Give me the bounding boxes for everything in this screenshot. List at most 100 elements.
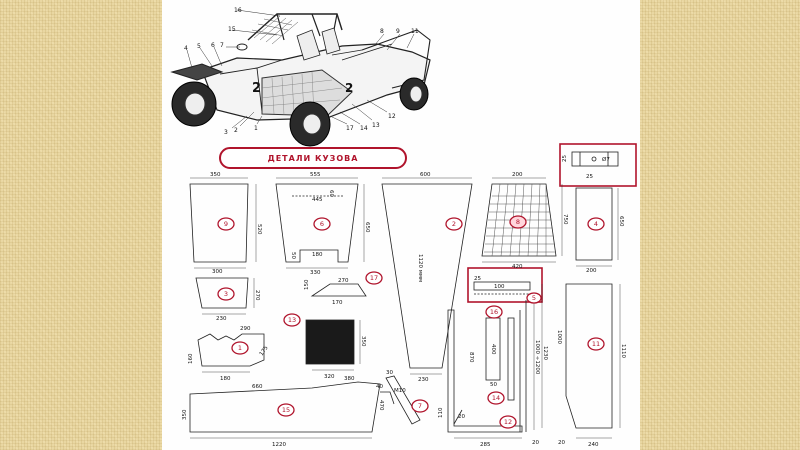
- dim-15-top: 660: [252, 384, 263, 390]
- callout-4: 4: [184, 45, 188, 52]
- dim-12-w: 20: [458, 414, 465, 420]
- dim-inset-c: 25: [586, 174, 593, 180]
- label-part-11: 11: [592, 340, 600, 348]
- label-part-14: 14: [492, 394, 500, 402]
- dim-12-small: 20: [532, 440, 539, 446]
- callout-3: 3: [224, 129, 228, 136]
- dim-12-bottom: 285: [480, 442, 491, 448]
- dim-7-b: 40: [376, 384, 383, 390]
- part-15-outline: [189, 381, 381, 433]
- dim-5-small: 25: [474, 276, 481, 282]
- dim-9-side: 520: [256, 224, 262, 235]
- dim-1-side: 175: [259, 345, 270, 357]
- label-part-6: 6: [320, 220, 324, 228]
- callout-17: 17: [346, 125, 354, 132]
- callout-7: 7: [220, 42, 224, 49]
- drawing-sheet: 2 2 16 15 4 5 6 7 8 9 11 3 2 1 12 13 14 …: [162, 0, 640, 450]
- dim-13-bottom: 320: [324, 374, 335, 380]
- dim-15-right: 470: [378, 400, 384, 411]
- part-4-outline: [575, 187, 613, 261]
- label-part-8: 8: [516, 218, 520, 226]
- detail-inset: [559, 143, 637, 187]
- label-part-9: 9: [224, 220, 228, 228]
- dim-17-top: 270: [338, 278, 349, 284]
- part-9-outline: [189, 183, 249, 263]
- label-part-12: 12: [504, 418, 512, 426]
- dim-16-w: 50: [490, 382, 497, 388]
- dim-inset-b: Ø7: [602, 156, 610, 163]
- dim-6-cut: 180: [312, 252, 323, 258]
- dim-3-bottom: 230: [216, 316, 227, 322]
- car-number-front: 2: [252, 81, 261, 96]
- dim-6-side: 650: [364, 222, 370, 233]
- dim-4-bottom: 200: [586, 268, 597, 274]
- label-part-7: 7: [418, 402, 422, 410]
- part-1-outline: [197, 333, 265, 367]
- part-11-outline: [565, 283, 613, 429]
- dim-7-a: 30: [386, 370, 393, 376]
- dim-4-side: 650: [618, 216, 624, 227]
- part-6-outline: [275, 183, 359, 263]
- part-17-outline: [310, 283, 367, 297]
- callout-15: 13: [372, 122, 380, 129]
- callout-1: 1: [254, 125, 258, 132]
- dim-3-side: 270: [254, 290, 260, 301]
- dim-1-bottom: 180: [220, 376, 231, 382]
- dim-16-h: 400: [490, 344, 496, 355]
- dim-2-side: 1120 ммм: [417, 254, 423, 282]
- dim-2-top: 600: [420, 172, 431, 178]
- part-number-badges: [217, 215, 605, 429]
- dim-17-bottom: 170: [332, 300, 343, 306]
- part-12-outline: [447, 309, 523, 433]
- dim-6-small: 60: [328, 190, 334, 197]
- dim-1-left: 160: [188, 353, 194, 364]
- car-number-side: 2: [345, 81, 353, 95]
- callout-8: 15: [228, 26, 236, 33]
- label-part-5: 5: [532, 294, 536, 302]
- callout-16: 14: [360, 125, 368, 132]
- dim-13-side: 350: [360, 336, 366, 347]
- dim-15-topr: 380: [344, 376, 355, 382]
- dim-2-bottom: 230: [418, 377, 429, 383]
- dim-12-h1: 870: [468, 352, 474, 363]
- dim-12-h3: 1230: [542, 346, 548, 360]
- part-13-outline: [305, 319, 355, 365]
- car-callouts: [186, 9, 415, 129]
- dim-5-val: 100: [494, 284, 505, 290]
- label-part-16: 16: [490, 308, 498, 316]
- dim-8-side: 750: [562, 214, 568, 225]
- dim-9-top: 350: [210, 172, 221, 178]
- dim-8-top: 200: [512, 172, 523, 178]
- dim-6-cuth: 50: [290, 252, 296, 259]
- dim-6-inner: 445: [312, 197, 323, 203]
- label-part-1: 1: [238, 344, 242, 352]
- page-title: ДЕТАЛИ КУЗОВА: [268, 154, 359, 163]
- dim-11-h1: 1000: [556, 330, 562, 344]
- callout-14: 12: [388, 113, 396, 120]
- dim-12-side: 110: [438, 407, 444, 418]
- label-part-2: 2: [452, 220, 456, 228]
- callout-9: 16: [234, 7, 242, 14]
- part-7-outline: [385, 375, 421, 425]
- dim-inset-a: 25: [562, 155, 568, 162]
- callout-6: 6: [211, 42, 215, 49]
- part-8-outline: [481, 183, 557, 257]
- part-2-outline: [381, 183, 473, 369]
- part-3-outline: [195, 277, 249, 309]
- callout-5: 5: [197, 43, 201, 50]
- dim-15-bottom: 1220: [272, 442, 286, 448]
- dim-12-h2: 1000 ÷1200: [534, 340, 540, 375]
- part-14-outline: [507, 317, 515, 401]
- dim-11-bottom: 240: [588, 442, 599, 448]
- label-part-13: 13: [288, 316, 296, 324]
- dim-17-side: 150: [304, 279, 310, 290]
- callout-12: 9: [396, 28, 400, 35]
- dim-6-bottom: 330: [310, 270, 321, 276]
- dim-15-left: 350: [182, 409, 188, 420]
- callout-11: 8: [380, 28, 384, 35]
- dimension-labels: 350 520 300 270 230 555 445 60 650 180 5…: [182, 155, 626, 448]
- label-part-3: 3: [224, 290, 228, 298]
- label-part-15: 15: [282, 406, 290, 414]
- dim-7-c: М10: [394, 388, 406, 394]
- dim-1-top: 290: [240, 326, 251, 332]
